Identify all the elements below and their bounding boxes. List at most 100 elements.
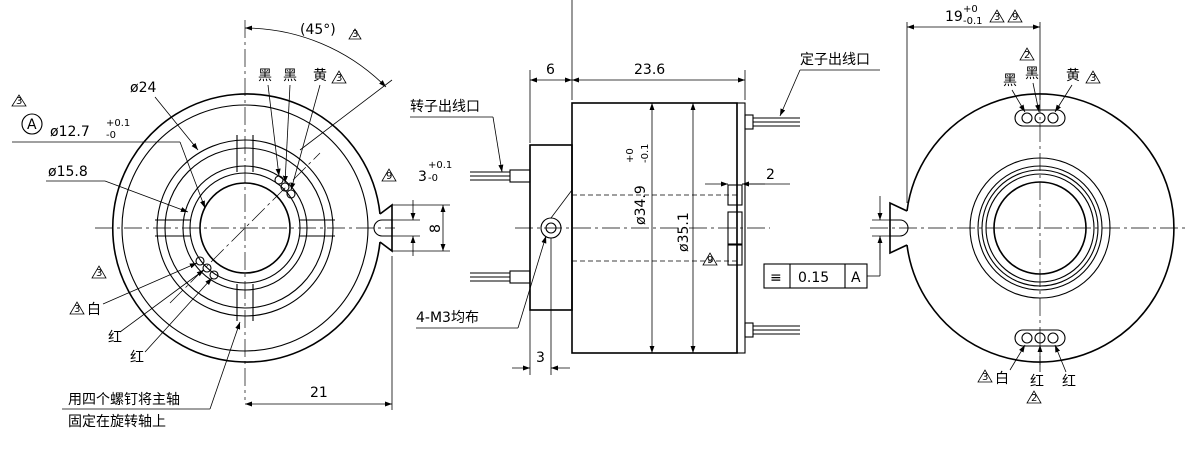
note-line-2: 固定在旋转轴上 xyxy=(68,414,166,430)
left-wire-hole xyxy=(202,263,212,273)
leader xyxy=(209,321,241,410)
stator-outlet-label: 定子出线口 xyxy=(800,52,870,68)
label-black: 黑 xyxy=(283,68,297,84)
right-view: 19 +0 -0.1 3 9 2 黑 黑 黄 3 3 白 红 红 2 ≡ 0.1… xyxy=(763,4,1185,404)
rev-triangle xyxy=(11,94,27,107)
dim-dia24: ø24 xyxy=(130,80,156,96)
left-bore xyxy=(199,182,291,274)
left-center-diag xyxy=(169,152,321,304)
right-ring-70 xyxy=(969,157,1111,299)
svg-text:+0: +0 xyxy=(963,4,978,15)
leader xyxy=(1054,344,1067,373)
dim-2: 2 xyxy=(766,167,775,183)
label-red: 红 xyxy=(1062,374,1076,390)
left-wire-hole xyxy=(209,270,219,280)
mid-body-cap xyxy=(736,102,746,354)
dim-dia15-8: ø15.8 xyxy=(48,164,88,180)
set-screw-inner xyxy=(545,222,557,234)
terminal-hole xyxy=(1021,112,1033,124)
svg-text:3: 3 xyxy=(74,304,80,315)
leader xyxy=(267,84,281,177)
leader xyxy=(102,262,198,305)
rev-triangle xyxy=(977,369,993,383)
leader xyxy=(779,69,801,117)
left-angle-arc xyxy=(244,25,387,88)
stator-terminals-bottom xyxy=(744,322,800,338)
label-red: 红 xyxy=(108,330,122,346)
leader xyxy=(492,116,504,173)
leader xyxy=(517,235,547,329)
right-ring-62 xyxy=(977,165,1103,291)
svg-text:3: 3 xyxy=(352,29,358,40)
rev-triangle xyxy=(91,265,107,279)
svg-text:+0.1: +0.1 xyxy=(106,118,130,129)
svg-text:-0: -0 xyxy=(106,130,116,141)
dim-21: 21 xyxy=(310,385,328,401)
datum-a-circle xyxy=(21,113,43,135)
svg-text:2: 2 xyxy=(1024,50,1030,61)
leader xyxy=(144,277,213,353)
left-slot xyxy=(373,219,392,237)
svg-text:+0.1: +0.1 xyxy=(428,160,452,171)
rotor-outlet-label: 转子出线口 xyxy=(410,99,480,115)
mid-right-steps xyxy=(727,184,743,266)
dim-dia34-9: ø34.9 xyxy=(633,185,649,225)
terminal-hole xyxy=(1047,112,1059,124)
dim-8: 8 xyxy=(428,224,444,233)
right-outer-body xyxy=(906,93,1175,363)
stator-terminals-top xyxy=(744,114,800,130)
right-bore xyxy=(993,181,1087,275)
rev-triangle xyxy=(1007,9,1023,23)
left-slot-tab xyxy=(379,203,393,253)
rev-triangle xyxy=(331,70,347,84)
left-ring-88 xyxy=(156,139,334,317)
rotor-wires-top xyxy=(470,169,531,183)
rotor-wires-bottom xyxy=(470,270,531,284)
rev-triangle xyxy=(1026,390,1042,404)
svg-text:2: 2 xyxy=(1031,393,1037,404)
terminal-hole xyxy=(1047,332,1059,344)
dim-slot-3: 3 xyxy=(418,169,427,185)
rev-triangle xyxy=(348,28,362,40)
rev-triangle xyxy=(381,168,397,182)
right-ring-54 xyxy=(985,173,1095,283)
rev-triangle xyxy=(1085,70,1101,84)
label-white: 白 xyxy=(87,302,101,318)
rev-triangle xyxy=(1019,47,1035,61)
leader xyxy=(104,180,189,213)
label-yellow: 黄 xyxy=(313,67,327,84)
svg-text:-0.1: -0.1 xyxy=(963,16,983,27)
svg-text:-0.1: -0.1 xyxy=(640,143,651,163)
rev-triangle xyxy=(69,301,85,315)
left-wire-hole xyxy=(274,175,284,185)
svg-text:3: 3 xyxy=(1090,73,1096,84)
label-black: 黑 xyxy=(1025,66,1039,82)
dim-dia35-1: ø35.1 xyxy=(676,212,692,252)
leader xyxy=(179,141,206,209)
svg-text:3: 3 xyxy=(16,96,22,107)
leader xyxy=(119,269,205,333)
label-red: 红 xyxy=(1030,374,1044,390)
leader xyxy=(290,84,321,191)
label-black: 黑 xyxy=(1003,73,1017,89)
left-view: (45°) 3 黑 黑 黄 3 ø24 3 A ø12.7 +0.1 -0 ø1… xyxy=(11,20,452,430)
leader xyxy=(154,96,199,151)
svg-text:3: 3 xyxy=(336,73,342,84)
m3-note: 4-M3均布 xyxy=(416,310,479,326)
left-angle-ext xyxy=(299,79,393,151)
leader xyxy=(1011,89,1026,113)
svg-text:-0: -0 xyxy=(428,173,438,184)
left-ring-55 xyxy=(189,172,301,284)
svg-text:9: 9 xyxy=(386,171,392,182)
svg-text:3: 3 xyxy=(982,372,988,383)
svg-text:9: 9 xyxy=(1012,12,1018,23)
label-white: 白 xyxy=(995,371,1009,387)
svg-text:9: 9 xyxy=(707,255,713,266)
label-red: 红 xyxy=(130,350,144,366)
left-ring-123 xyxy=(121,104,369,352)
tolerance-value: 0.15 xyxy=(798,270,829,286)
svg-text:3: 3 xyxy=(96,268,102,279)
leader xyxy=(1009,344,1026,371)
terminal-hole xyxy=(1034,112,1046,124)
